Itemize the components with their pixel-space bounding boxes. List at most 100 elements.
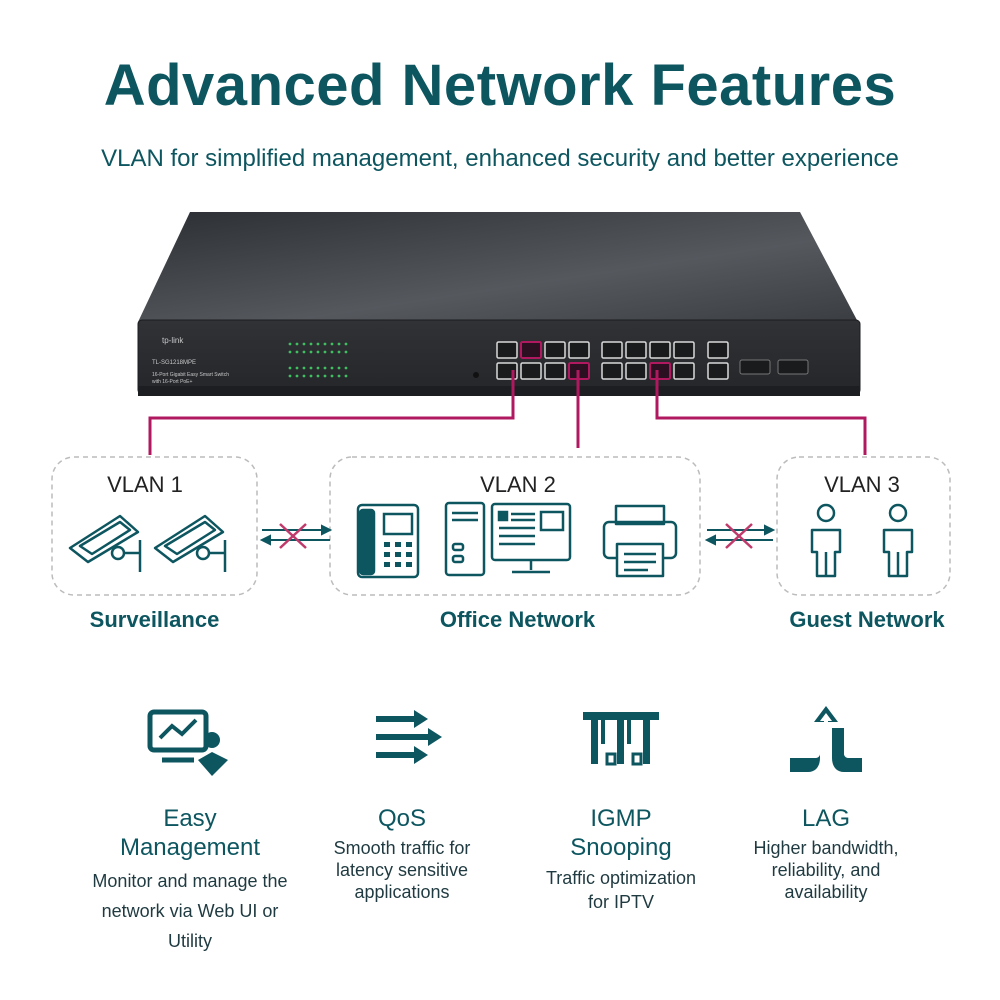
feature-desc-line: for IPTV: [587, 892, 654, 912]
status-led: [323, 374, 327, 378]
rj45-port[interactable]: [601, 341, 623, 359]
switch-model: TL-SG1218MPE: [152, 360, 196, 366]
status-led: [288, 342, 292, 346]
vlan3-group-name: Guest Network: [789, 607, 945, 632]
feature-desc-line: network via Web UI or: [101, 901, 279, 921]
status-led: [316, 350, 320, 354]
vlan1-label: VLAN 1: [107, 472, 183, 497]
vlan3-label: VLAN 3: [824, 472, 900, 497]
status-led: [309, 342, 313, 346]
rj45-port[interactable]: [707, 362, 729, 380]
vlan1-link: [148, 370, 515, 455]
status-led: [323, 366, 327, 370]
status-led: [337, 366, 341, 370]
feature-name-line: Snooping: [570, 834, 672, 861]
status-led: [302, 366, 306, 370]
status-led: [337, 350, 341, 354]
rj45-port[interactable]: [544, 362, 566, 380]
rj45-port[interactable]: [625, 362, 647, 380]
status-led: [344, 350, 348, 354]
switch-top-panel: [138, 212, 858, 322]
vlan3-box: [776, 456, 951, 596]
blocked-traffic-arrows-1: [259, 523, 333, 549]
status-led: [330, 350, 334, 354]
feature-desc: Traffic optimization for IPTV: [501, 866, 741, 914]
rj45-port[interactable]: [520, 362, 542, 380]
security-camera-icon: [68, 514, 142, 572]
feature-desc-line: Utility: [168, 931, 212, 951]
network-switch: tp-link TL-SG1218MPE 16-Port Gigabit Eas…: [137, 212, 861, 396]
status-led: [295, 366, 299, 370]
status-led: [309, 366, 313, 370]
sfp-port-2[interactable]: [777, 359, 809, 375]
feature-desc: Monitor and manage the network via Web UI…: [70, 866, 310, 956]
feature-name-line: IGMP: [590, 805, 652, 832]
switch-description-2: with 16-Port PoE+: [152, 379, 193, 385]
status-led: [316, 374, 320, 378]
status-led: [288, 350, 292, 354]
printer-icon: [602, 504, 678, 578]
vlan-diagram: tp-link TL-SG1218MPE 16-Port Gigabit Eas…: [51, 212, 951, 596]
status-led: [330, 366, 334, 370]
feature-name: QoS: [377, 805, 427, 832]
rj45-port[interactable]: [520, 341, 542, 359]
rj45-port[interactable]: [568, 341, 590, 359]
feature-desc-line: Higher bandwidth,: [753, 838, 899, 858]
rj45-port[interactable]: [673, 341, 695, 359]
rj45-port[interactable]: [625, 341, 647, 359]
sfp-port-1[interactable]: [739, 359, 771, 375]
feature-desc-line: Smooth traffic for: [333, 838, 471, 858]
monitor-management-icon: [147, 709, 228, 776]
rj45-port[interactable]: [649, 362, 671, 380]
switch-brand-logo: tp-link: [162, 336, 184, 345]
status-led: [316, 366, 320, 370]
status-led: [330, 374, 334, 378]
status-led: [302, 374, 306, 378]
status-led: [337, 374, 341, 378]
status-led: [330, 342, 334, 346]
status-led: [295, 342, 299, 346]
status-led: [288, 366, 292, 370]
feature-desc-line: Traffic optimization: [545, 868, 697, 888]
rj45-port[interactable]: [601, 362, 623, 380]
status-led: [337, 342, 341, 346]
feature-name-line: Easy: [163, 805, 217, 832]
rj45-port[interactable]: [544, 341, 566, 359]
vlan2-label: VLAN 2: [480, 472, 556, 497]
status-led: [344, 374, 348, 378]
security-camera-icon: [153, 514, 227, 572]
status-led: [344, 342, 348, 346]
feature-desc-line: availability: [784, 882, 868, 902]
desktop-pc-icon: [444, 501, 572, 577]
status-led: [344, 366, 348, 370]
rj45-port[interactable]: [496, 341, 518, 359]
page-subtitle: VLAN for simplified management, enhanced…: [101, 145, 899, 172]
person-icon: [810, 503, 842, 578]
status-led: [295, 350, 299, 354]
vlan-links: [148, 370, 867, 455]
status-led: [309, 350, 313, 354]
rj45-port[interactable]: [673, 362, 695, 380]
feature-name: LAG: [801, 805, 851, 832]
rj45-port[interactable]: [707, 341, 729, 359]
feature-desc-line: Monitor and manage the: [92, 871, 288, 891]
reset-button[interactable]: [473, 372, 479, 378]
ip-phone-icon: [356, 503, 420, 579]
feature-desc-line: latency sensitive: [335, 860, 469, 880]
status-led: [288, 374, 292, 378]
switch-status-leds: [288, 342, 348, 378]
rj45-port[interactable]: [649, 341, 671, 359]
status-led: [309, 374, 313, 378]
switch-description-1: 16-Port Gigabit Easy Smart Switch: [152, 372, 229, 378]
qos-arrows-icon: [376, 710, 442, 764]
vlan3-link: [655, 370, 867, 455]
blocked-traffic-arrows-2: [704, 523, 776, 549]
